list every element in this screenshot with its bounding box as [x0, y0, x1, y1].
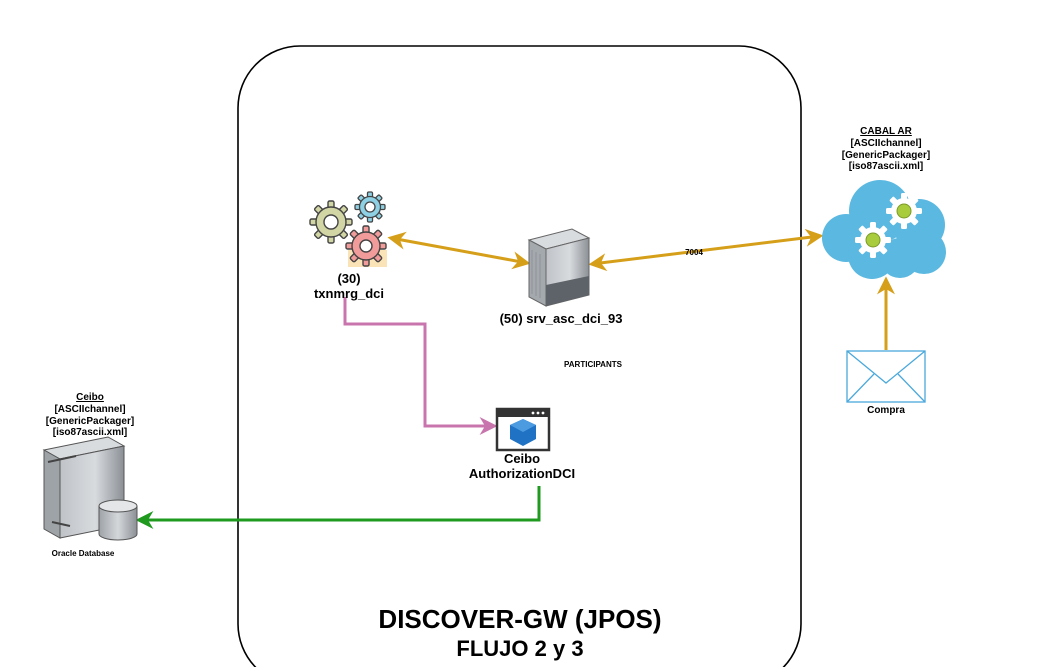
- ceibo-name: Ceibo: [76, 392, 104, 403]
- database-server-icon: [42, 436, 138, 541]
- authorization-label: Ceibo AuthorizationDCI: [462, 451, 582, 482]
- ceibo-file: [iso87ascii.xml]: [52, 427, 128, 439]
- cabal-packager: [GenericPackager]: [841, 149, 931, 161]
- cloud-gears-icon: [822, 180, 946, 279]
- diagram-title: DISCOVER-GW (JPOS): [378, 604, 662, 634]
- txnmrg-label-line2: txnmrg_dci: [313, 286, 385, 302]
- txnmrg-label: (30) txnmrg_dci: [313, 271, 385, 302]
- ceibo-packager: [GenericPackager]: [45, 415, 135, 427]
- cabal-label: CABAL AR [ASCIIchannel] [GenericPackager…: [826, 126, 946, 173]
- envelope-icon: [846, 350, 926, 403]
- discover-gw-container: [237, 45, 802, 667]
- ceibo-channel: [ASCIIchannel]: [54, 403, 126, 415]
- oracle-label: Oracle Database: [51, 549, 115, 558]
- authorization-label-line2: AuthorizationDCI: [468, 466, 576, 482]
- participants-label: PARTICIPANTS: [564, 360, 622, 369]
- authorization-label-line1: Ceibo: [503, 451, 541, 466]
- app-window-icon: [495, 407, 551, 452]
- diagram-subtitle: FLUJO 2 y 3: [456, 636, 584, 661]
- srv-label: (50) srv_asc_dci_93: [499, 311, 623, 326]
- ceibo-label: Ceibo [ASCIIchannel] [GenericPackager] […: [34, 392, 146, 439]
- compra-label: Compra: [867, 405, 905, 416]
- edge-authorization-oracle: [135, 486, 541, 529]
- txnmrg-label-line1: (30): [337, 271, 361, 286]
- server-icon: [527, 228, 591, 307]
- cabal-name: CABAL AR: [860, 126, 912, 137]
- cabal-file: [iso87ascii.xml]: [848, 161, 924, 173]
- edge-srv-cabal: [588, 228, 824, 272]
- cabal-channel: [ASCIIchannel]: [850, 137, 922, 149]
- edge-txnmrg-srv: [387, 231, 531, 270]
- gears-icon: [309, 191, 387, 267]
- edge-txnmrg-authorization: [343, 297, 498, 435]
- edge-label-7004: 7004: [685, 248, 703, 257]
